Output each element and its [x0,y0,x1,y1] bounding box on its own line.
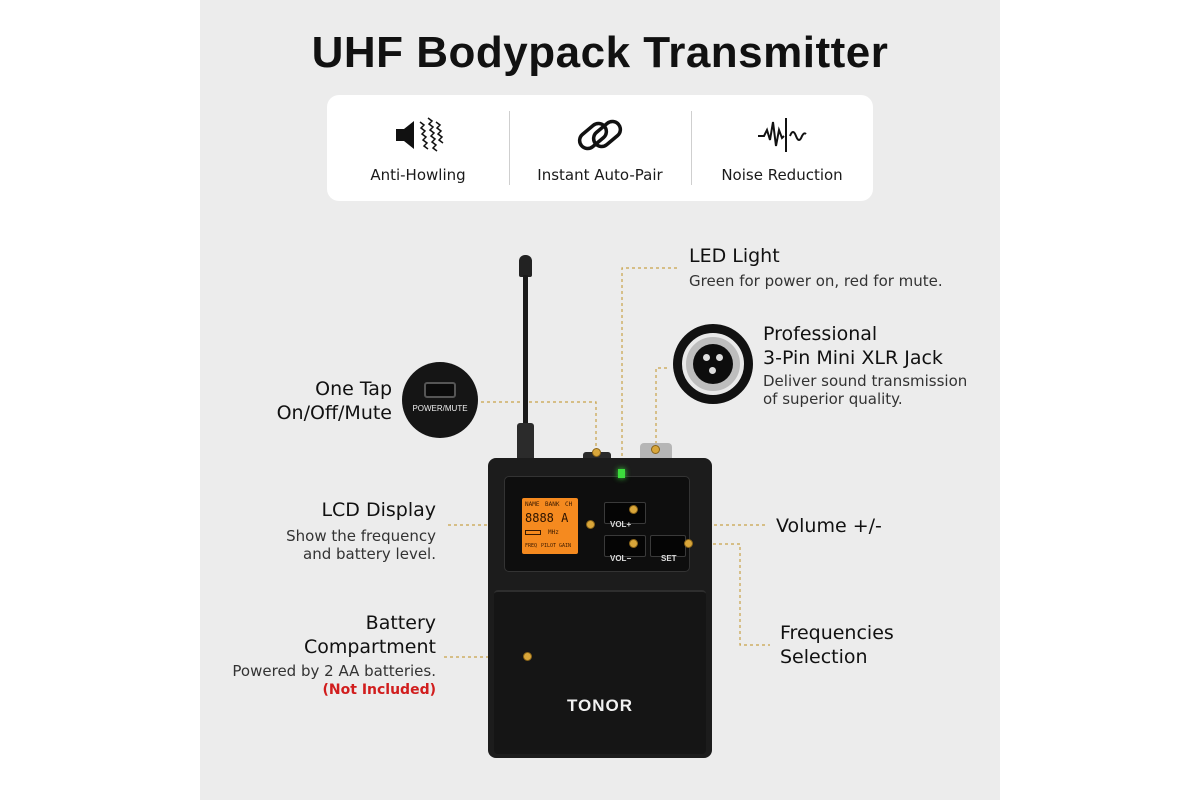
battery-title-line1: Battery [365,612,436,634]
feature-label: Noise Reduction [721,166,843,184]
led-light [618,469,625,478]
speaker-howl-icon [396,117,444,152]
xlr-desc-line1: Deliver sound transmission [763,372,968,390]
lcd-desc-line1: Show the frequency [286,527,436,545]
page-title: UHF Bodypack Transmitter [311,28,889,77]
xlr-jack-image [673,324,753,404]
vol-up-label: VOL+ [610,520,632,529]
feature-auto-pair: Instant Auto-Pair [509,95,691,201]
volume-title: Volume +/- [776,515,882,537]
waveform-icon [758,118,807,152]
feature-noise-reduction: Noise Reduction [691,95,873,201]
brand-logo: TONOR [566,696,634,715]
battery-desc: Powered by 2 AA batteries. [232,662,436,680]
xlr-desc-line2: of superior quality. [763,390,903,408]
xlr-title-line1: Professional [763,323,878,345]
callout-dot-xlr [651,445,660,454]
lcd-digits: 8888 A [525,511,569,525]
battery-title-line2: Compartment [303,636,436,658]
feature-label: Instant Auto-Pair [537,166,663,184]
antenna-base [517,423,534,461]
lcd-bottom-label: PILOT [541,543,557,549]
power-title-line2: On/Off/Mute [276,402,392,424]
callout-dot-lcd [586,520,595,529]
transmitter-body: TONOR NAME BANK CH 8888 A MHz FREQ PILOT… [488,458,712,758]
lcd-title: LCD Display [321,499,436,521]
led-light-desc: Green for power on, red for mute. [689,272,943,290]
led-light-title: LED Light [689,245,780,267]
freq-title-line1: Frequencies [780,622,894,644]
xlr-title-line2: 3-Pin Mini XLR Jack [763,347,943,369]
power-title-line1: One Tap [315,378,392,400]
power-mute-label: POWER/MUTE [412,404,468,413]
battery-note: (Not Included) [322,682,436,698]
battery-level-icon [525,530,541,535]
antenna-tip [519,255,532,277]
callout-dot-battery [523,652,532,661]
battery-cover [494,590,706,754]
link-icon [577,119,623,151]
power-mute-button-image: POWER/MUTE [402,362,478,438]
lcd-tag: BANK [545,501,560,508]
callout-dot-vol-up [629,505,638,514]
lcd-mhz: MHz [548,529,559,536]
freq-title-line2: Selection [780,646,868,668]
callout-dot-power [592,448,601,457]
vol-down-label: VOL− [610,554,632,563]
lcd-bottom-label: FREQ [525,543,538,549]
lcd-screen: NAME BANK CH 8888 A MHz FREQ PILOT GAIN [522,498,578,554]
feature-strip: Anti-Howling Instant Auto-Pair Noise Red… [327,95,873,201]
antenna-rod [523,275,528,425]
feature-label: Anti-Howling [370,166,466,184]
power-switch [583,452,611,462]
lcd-bottom-label: GAIN [559,543,572,549]
set-label: SET [661,554,677,563]
lcd-desc-line2: and battery level. [303,545,436,563]
callout-dot-vol-down [629,539,638,548]
feature-anti-howling: Anti-Howling [327,95,509,201]
lcd-tag: CH [565,501,573,508]
callout-dot-set [684,539,693,548]
lcd-tag: NAME [525,501,540,508]
